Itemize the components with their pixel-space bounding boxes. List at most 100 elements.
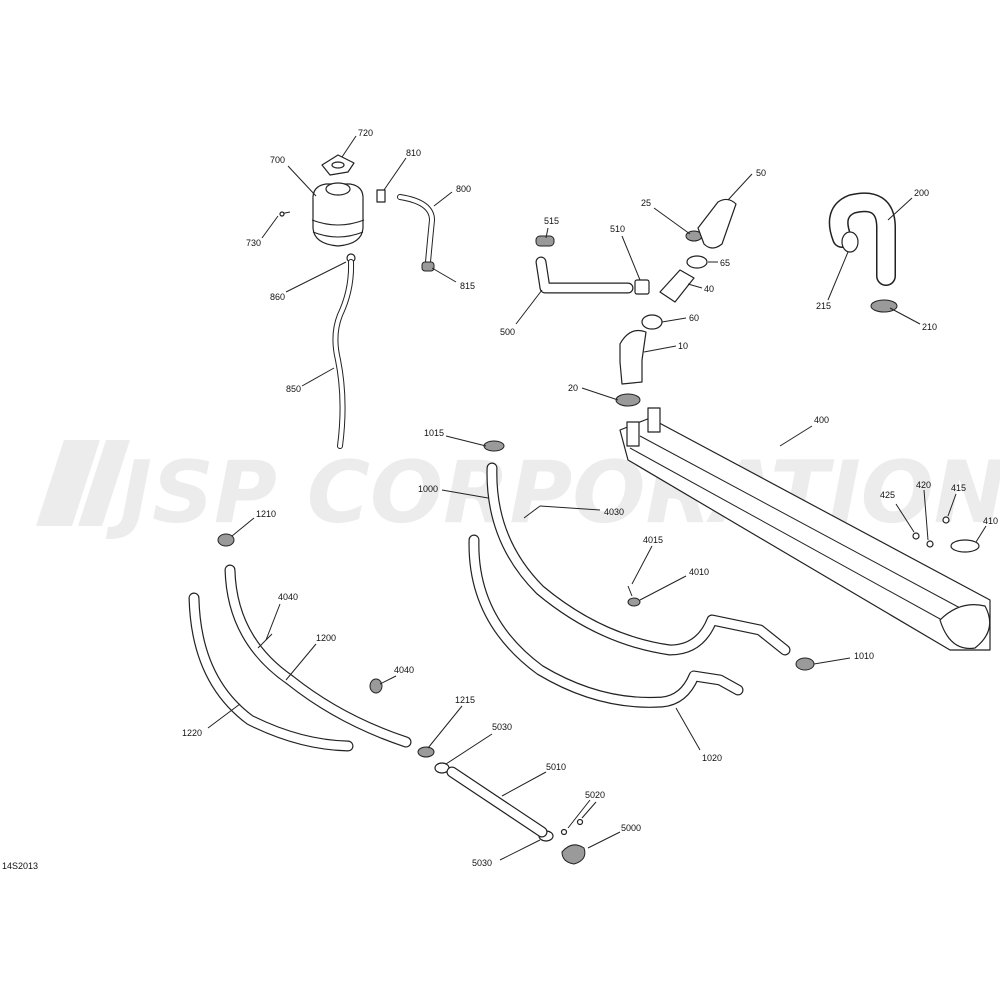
label-10: 10 [678, 341, 688, 351]
hose-800-inner [398, 195, 435, 264]
gasket-410 [950, 539, 980, 553]
part-labels: 720 700 810 800 730 815 860 850 50 25 51… [182, 128, 998, 868]
leader-800 [433, 191, 453, 207]
clamp-20 [615, 393, 641, 407]
diagram-code: 14S2013 [2, 861, 38, 871]
hose-500-inner [536, 257, 633, 293]
label-4030: 4030 [604, 507, 624, 517]
leader-815 [431, 267, 457, 283]
leader-25 [653, 207, 691, 235]
upper-hose-group [535, 198, 737, 407]
leader-1220 [207, 703, 241, 729]
label-730: 730 [246, 238, 261, 248]
pressure-cap-center [331, 161, 345, 169]
leader-415 [947, 493, 957, 517]
hose-1220-inner [189, 593, 353, 751]
leader-510 [621, 235, 641, 281]
valve-5000 [561, 844, 586, 865]
tank-band [312, 231, 364, 238]
leader-425 [895, 503, 915, 533]
leader-500 [515, 289, 543, 325]
clamp-215 [841, 231, 859, 253]
label-4015: 4015 [643, 535, 663, 545]
leader-1020 [675, 707, 701, 751]
leader-4030 [539, 505, 601, 511]
label-200: 200 [914, 188, 929, 198]
watermark-text: JSP CORPORATION [105, 443, 1000, 543]
screw-5020-a [560, 828, 568, 836]
label-210: 210 [922, 322, 937, 332]
label-415: 415 [951, 483, 966, 493]
label-500: 500 [500, 327, 515, 337]
label-40: 40 [704, 284, 714, 294]
leader-1210 [231, 517, 255, 537]
leader-5010 [501, 771, 547, 797]
label-25: 25 [641, 198, 651, 208]
label-1015: 1015 [424, 428, 444, 438]
hose-1020-inner [469, 535, 743, 707]
leader-700 [287, 165, 317, 197]
cooler-port-1 [626, 421, 640, 447]
leader-515 [545, 227, 549, 239]
washer-420 [926, 540, 934, 548]
leader-5020-a [567, 799, 591, 829]
screw-4015 [627, 585, 633, 597]
clamp-1010 [795, 657, 815, 671]
label-800: 800 [456, 184, 471, 194]
label-1000: 1000 [418, 484, 438, 494]
leader-5000 [587, 831, 621, 849]
clamp-1210 [217, 533, 235, 547]
leader-400 [779, 425, 813, 447]
clamp-810 [376, 189, 386, 203]
tank-neck [325, 182, 351, 196]
label-410: 410 [983, 516, 998, 526]
leader-40 [687, 283, 703, 289]
label-4040-a: 4040 [278, 592, 298, 602]
label-425: 425 [880, 490, 895, 500]
hose-10 [619, 329, 647, 385]
leader-60 [661, 317, 687, 323]
label-5000: 5000 [621, 823, 641, 833]
leader-4015 [631, 545, 653, 585]
clamp-210 [870, 299, 898, 313]
label-20: 20 [568, 383, 578, 393]
leader-5030-a [445, 733, 493, 765]
clamp-65 [686, 255, 708, 269]
leader-720 [341, 135, 357, 158]
clamp-1015 [483, 440, 505, 452]
nut-415 [942, 516, 950, 524]
tank-seam [311, 219, 365, 226]
label-1020: 1020 [702, 753, 722, 763]
clamp-60 [641, 314, 663, 330]
cooler-rib-1 [629, 447, 961, 631]
label-815: 815 [460, 281, 475, 291]
fitting-40 [659, 269, 695, 303]
label-1220: 1220 [182, 728, 202, 738]
hose-1200 [224, 564, 412, 748]
leader-5020-b [581, 801, 597, 819]
screw-5020-b [576, 818, 584, 826]
leader-200 [887, 197, 913, 221]
label-5010: 5010 [546, 762, 566, 772]
tube-5010-inner [447, 767, 547, 837]
label-860: 860 [270, 292, 285, 302]
leader-860 [285, 261, 347, 293]
label-515: 515 [544, 216, 559, 226]
leader-4040-b [379, 675, 397, 685]
label-700: 700 [270, 155, 285, 165]
label-1200: 1200 [316, 633, 336, 643]
label-850: 850 [286, 384, 301, 394]
cooler-end-cap [939, 604, 991, 650]
screw-730-head [279, 211, 285, 217]
hose-200-inner [830, 193, 895, 285]
hose-200-group [828, 192, 898, 313]
leader-4040-a [265, 603, 281, 641]
label-5030-a: 5030 [492, 722, 512, 732]
clamp-1215 [417, 746, 435, 758]
hose-850-inner [333, 260, 354, 448]
label-50: 50 [756, 168, 766, 178]
label-1010: 1010 [854, 651, 874, 661]
label-4040-b: 4040 [394, 665, 414, 675]
lower-hose-group [188, 440, 815, 865]
